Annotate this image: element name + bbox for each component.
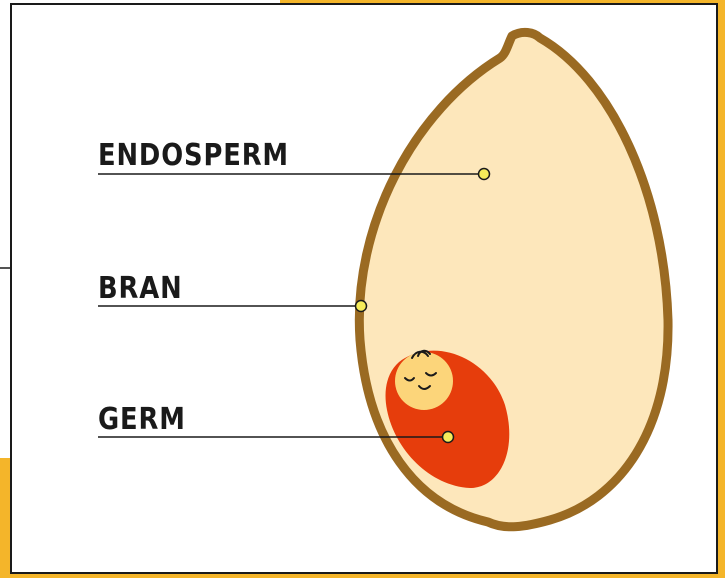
baby-face — [395, 352, 453, 410]
frame-accent-right — [718, 0, 725, 578]
frame-accent-left — [0, 458, 10, 578]
label-germ: GERM — [98, 405, 186, 435]
label-endosperm: ENDOSPERM — [98, 141, 289, 171]
label-bran: BRAN — [98, 274, 183, 304]
marker-bran — [356, 301, 367, 312]
marker-endosperm — [479, 169, 490, 180]
marker-germ — [443, 432, 454, 443]
